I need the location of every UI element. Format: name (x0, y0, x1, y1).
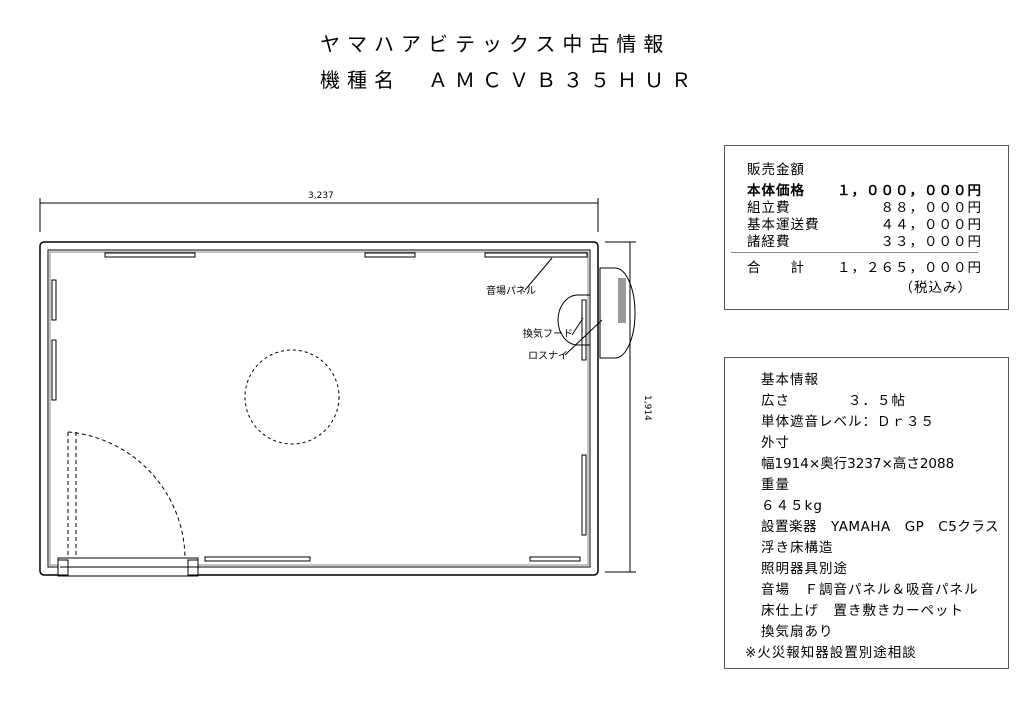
losnay-unit (599, 267, 636, 359)
piano-area-circle (244, 349, 340, 445)
vent-hood (557, 294, 591, 346)
model-name: 機種名 ＡＭＣＶＢ３５ＨＵＲ (320, 68, 698, 92)
outer-wall (39, 241, 599, 576)
label-sound-panel: 音場パネル (486, 284, 536, 297)
info-line: 広さ ３．５帖 (761, 393, 906, 409)
info-line: 照明器具別途 (761, 561, 848, 577)
price-heading: 販売金額 (747, 162, 805, 178)
info-box: 基本情報 広さ ３．５帖 単体遮音レベル：Ｄｒ３５ 外寸 幅1914×奥行323… (724, 357, 1009, 669)
sound-panel (104, 252, 196, 258)
label-vent-hood: 換気フード (523, 327, 573, 340)
info-line: ６４５kg (761, 498, 823, 514)
inner-wall (47, 249, 591, 568)
label-losnay: ロスナイ (528, 350, 568, 362)
tax-note: （税込み） (899, 280, 972, 296)
page-title: ヤマハアビテックス中古情報 (320, 32, 671, 56)
sound-panel (364, 252, 416, 258)
info-line: 基本情報 (761, 372, 819, 388)
info-note: ※火災報知器設置別途相談 (745, 645, 917, 661)
depth-dimension: 1,914 (642, 395, 652, 421)
info-line: 重量 (761, 477, 790, 493)
info-line: 音場 Ｆ調音パネル＆吸音パネル (761, 582, 979, 598)
info-line: 幅1914×奥行3237×高さ2088 (761, 456, 955, 472)
info-line: 床仕上げ 置き敷きカーペット (761, 603, 964, 619)
info-line: 設置楽器 YAMAHA GP C5クラス (761, 519, 1000, 535)
info-line: 換気扇あり (761, 624, 834, 640)
width-dimension: 3,237 (308, 191, 334, 201)
info-line: 浮き床構造 (761, 540, 834, 556)
info-line: 単体遮音レベル：Ｄｒ３５ (761, 414, 935, 430)
door-swing (67, 431, 186, 561)
info-line: 外寸 (761, 435, 790, 451)
sound-panel (484, 252, 588, 258)
divider (731, 252, 978, 253)
